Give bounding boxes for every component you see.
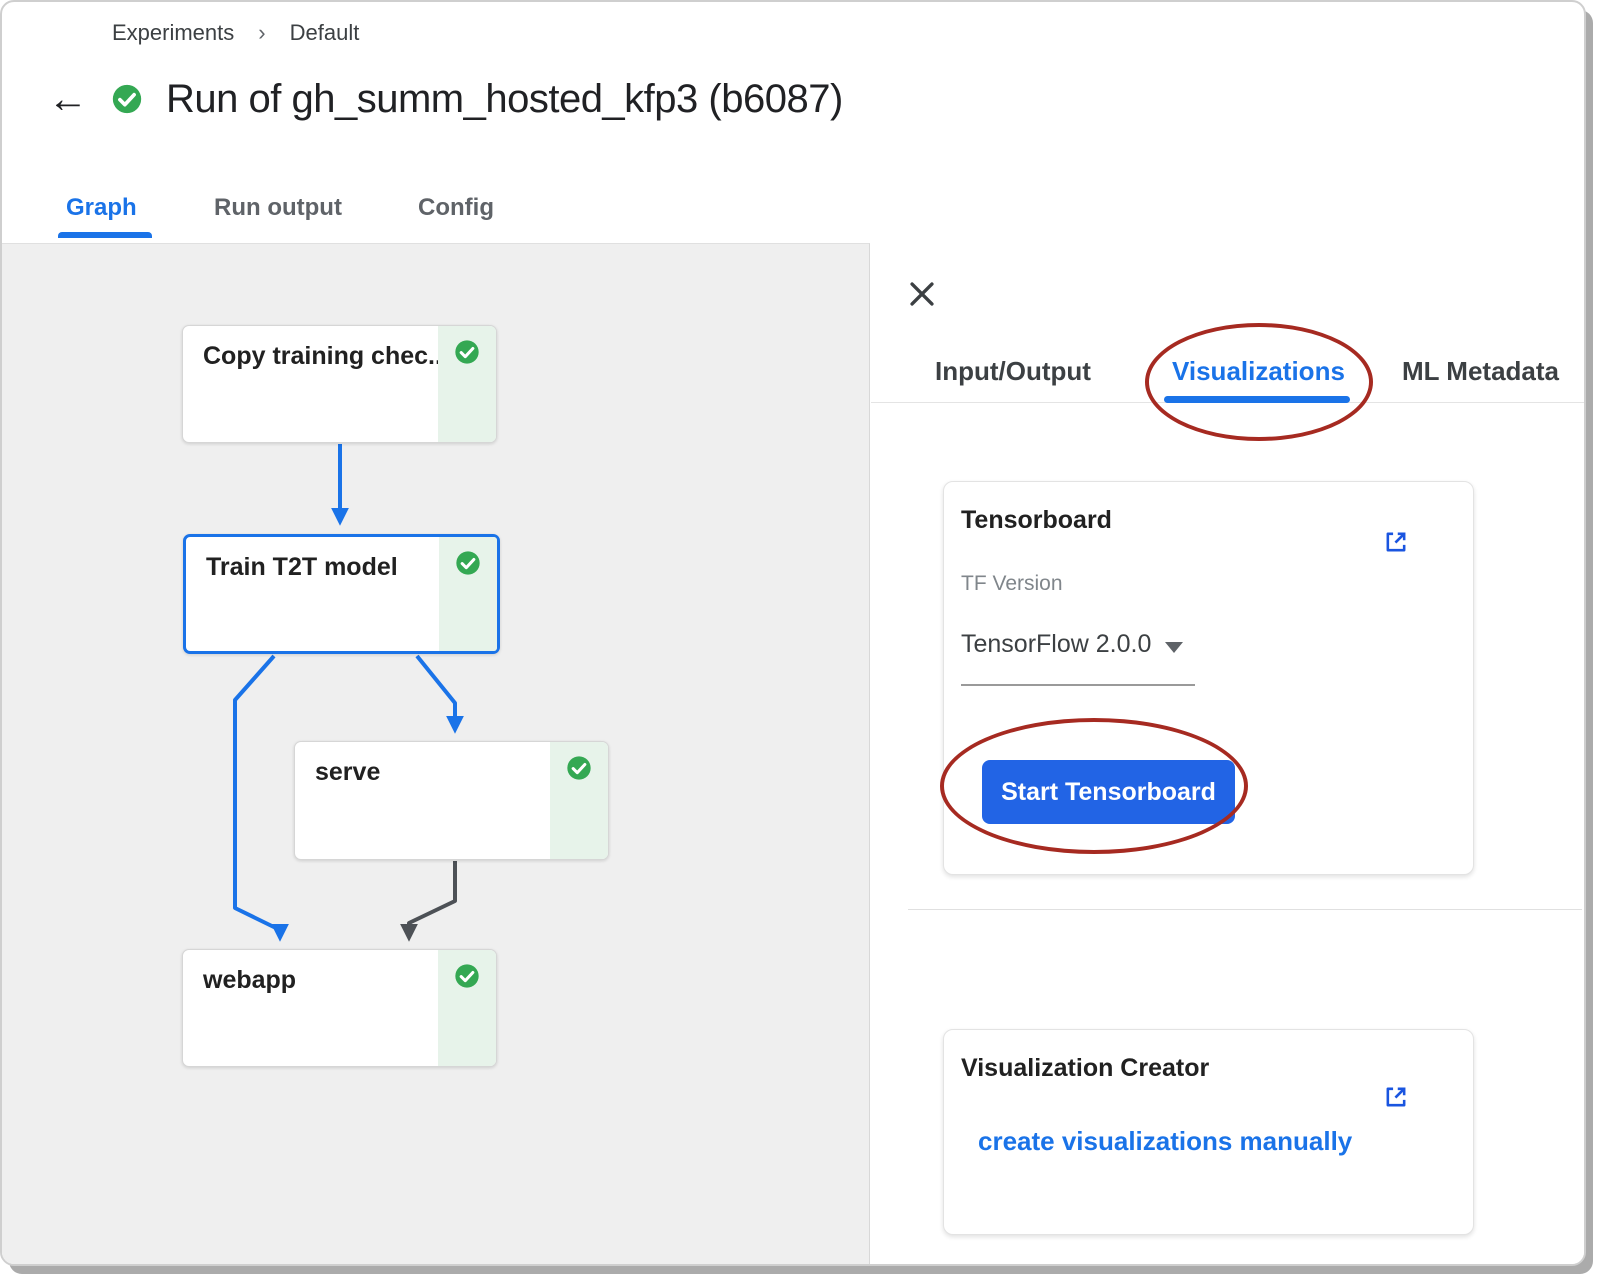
tensorboard-card: Tensorboard TF Version TensorFlow 2.0.0 … xyxy=(943,481,1474,875)
node-status-strip xyxy=(438,950,496,1066)
node-label: Copy training chec... xyxy=(203,342,449,370)
open-in-new-icon[interactable] xyxy=(1382,1083,1410,1111)
panel-divider xyxy=(908,909,1582,910)
tab-config[interactable]: Config xyxy=(418,194,494,221)
node-success-icon xyxy=(567,756,591,780)
panel-tab-bar: Input/Output Visualizations ML Metadata xyxy=(871,332,1584,403)
breadcrumb-separator-icon: › xyxy=(258,20,266,45)
tab-graph[interactable]: Graph xyxy=(66,194,137,221)
tf-version-label: TF Version xyxy=(961,572,1063,595)
graph-edges xyxy=(233,444,464,942)
node-status-strip xyxy=(550,742,608,859)
breadcrumb-default[interactable]: Default xyxy=(289,20,360,45)
titlebar: ← Run of gh_summ_hosted_kfp3 (b6087) xyxy=(48,72,843,126)
tab-visualizations[interactable]: Visualizations xyxy=(1172,356,1345,386)
node-label: webapp xyxy=(203,966,297,994)
back-button[interactable]: ← xyxy=(48,77,88,121)
open-in-new-icon[interactable] xyxy=(1382,528,1410,556)
node-serve[interactable]: serve xyxy=(294,741,609,860)
run-success-icon xyxy=(112,84,142,114)
tab-input-output[interactable]: Input/Output xyxy=(935,356,1091,386)
active-tab-indicator xyxy=(58,232,152,238)
tf-version-select[interactable]: TensorFlow 2.0.0 xyxy=(961,626,1195,686)
node-status-strip xyxy=(439,537,497,651)
active-panel-tab-indicator xyxy=(1164,396,1350,403)
main-tab-bar: Graph Run output Config xyxy=(2,180,1584,243)
start-tensorboard-button[interactable]: Start Tensorboard xyxy=(982,760,1235,824)
dropdown-caret-icon xyxy=(1165,642,1183,653)
node-webapp[interactable]: webapp xyxy=(182,949,497,1067)
tf-version-value: TensorFlow 2.0.0 xyxy=(961,630,1152,658)
node-label: serve xyxy=(315,758,381,786)
visualization-creator-card: Visualization Creator create visualizati… xyxy=(943,1029,1474,1235)
node-copy-training-checkpoint[interactable]: Copy training chec... xyxy=(182,325,497,443)
node-success-icon xyxy=(456,551,480,575)
page-title: Run of gh_summ_hosted_kfp3 (b6087) xyxy=(166,76,843,121)
tensorboard-card-title: Tensorboard xyxy=(961,506,1112,534)
create-visualizations-link[interactable]: create visualizations manually xyxy=(978,1126,1353,1156)
node-label: Train T2T model xyxy=(206,553,398,581)
visualization-creator-title: Visualization Creator xyxy=(961,1054,1210,1082)
breadcrumb-experiments[interactable]: Experiments xyxy=(112,20,235,45)
tab-run-output[interactable]: Run output xyxy=(214,194,342,221)
edge-serve-to-webapp xyxy=(400,861,457,942)
node-success-icon xyxy=(455,340,479,364)
pipeline-graph-canvas: Copy training chec... Train T2T model se… xyxy=(2,243,870,1264)
details-side-panel: Input/Output Visualizations ML Metadata … xyxy=(871,243,1584,1264)
breadcrumb: Experiments › Default xyxy=(112,20,359,46)
edge-train-to-webapp xyxy=(233,654,289,942)
node-status-strip xyxy=(438,326,496,442)
close-icon[interactable] xyxy=(905,277,939,311)
edge-train-to-serve xyxy=(415,654,464,734)
node-success-icon xyxy=(455,964,479,988)
tab-ml-metadata[interactable]: ML Metadata xyxy=(1402,356,1559,386)
node-train-t2t-model[interactable]: Train T2T model xyxy=(183,534,500,654)
